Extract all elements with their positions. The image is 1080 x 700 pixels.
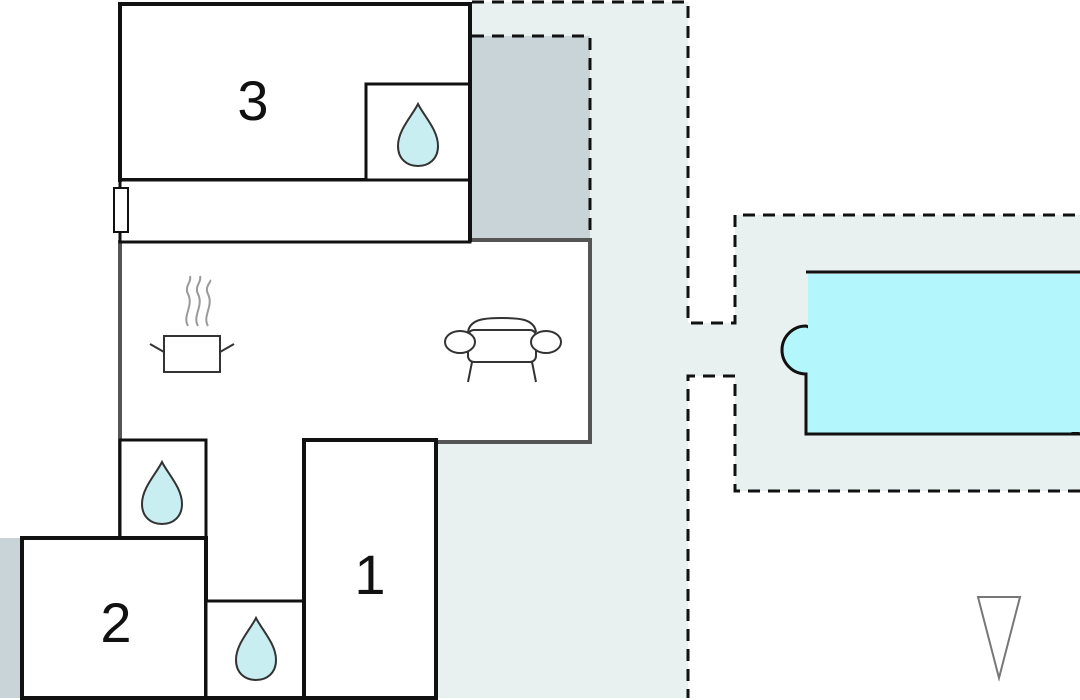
- bedroom-1: [302, 438, 438, 700]
- terrace-dashed-border: [472, 0, 1080, 698]
- covered-strip-left: [0, 538, 20, 698]
- room-label-1: 1: [354, 543, 385, 606]
- door-icon: [113, 187, 129, 233]
- pool-water: [808, 274, 1080, 432]
- hallway-3: [118, 178, 472, 244]
- north-arrow-icon: [976, 596, 1022, 682]
- covered-area: [472, 36, 590, 240]
- sofa-icon: [444, 316, 562, 383]
- room-label-3: 3: [237, 69, 268, 132]
- cooking-pot-icon: [149, 275, 235, 373]
- room-label-2: 2: [100, 591, 131, 654]
- outdoor-terrace: [438, 2, 1080, 698]
- house-outer-walls: [22, 2, 472, 700]
